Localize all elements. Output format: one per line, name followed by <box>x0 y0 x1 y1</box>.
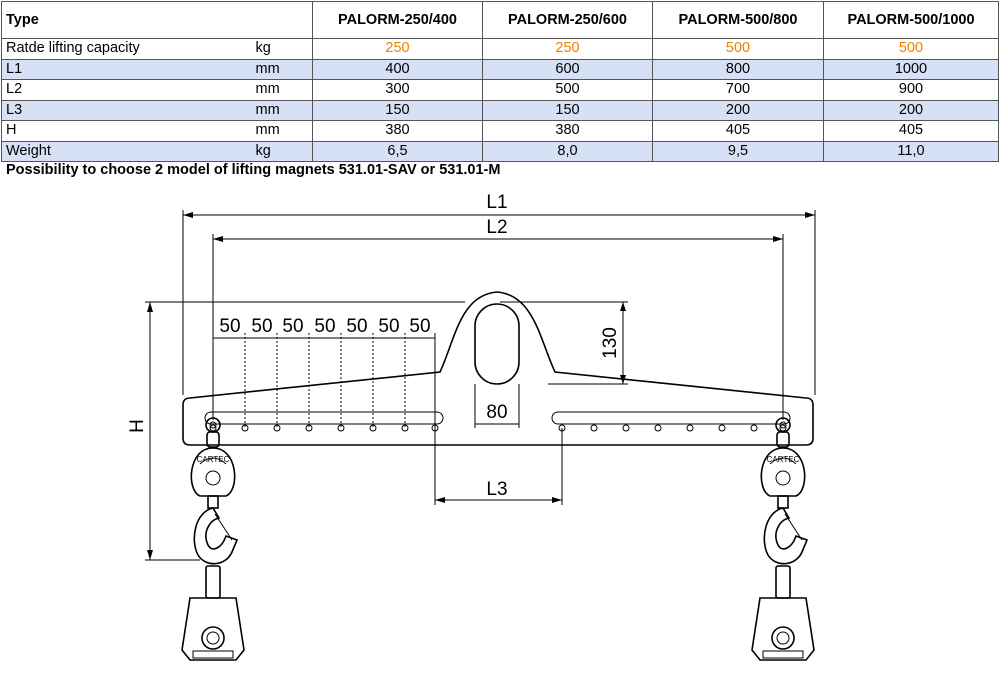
spec-table: Type PALORM-250/400 PALORM-250/600 PALOR… <box>1 1 999 162</box>
header-model: PALORM-250/600 <box>482 1 653 39</box>
row-unit: mm <box>255 99 313 121</box>
cell-value: 300 <box>312 79 483 101</box>
spacing-label: 50 <box>346 316 367 337</box>
cell-value: 9,5 <box>652 140 824 162</box>
row-label: L3 <box>1 99 256 121</box>
header-type: Type <box>1 1 313 39</box>
dimension-80: 80 <box>474 384 520 428</box>
hook-brand-label: CARTEC <box>767 455 800 464</box>
cell-value: 250 <box>312 38 483 60</box>
right-hook-assembly: CARTEC <box>751 417 815 661</box>
cell-value: 150 <box>482 99 653 121</box>
right-slot <box>551 411 791 425</box>
cell-value: 6,5 <box>312 140 483 162</box>
lifting-beam-drawing: L1 L2 50 50 50 50 50 50 <box>127 192 816 661</box>
dimension-130: 130 <box>500 301 628 385</box>
dim-label-130: 130 <box>600 327 621 359</box>
cell-value: 800 <box>652 58 824 80</box>
dim-label-l2: L2 <box>486 217 507 238</box>
cell-value: 250 <box>482 38 653 60</box>
spacing-label: 50 <box>282 316 303 337</box>
cell-value: 380 <box>482 120 653 142</box>
spacing-label: 50 <box>314 316 335 337</box>
row-unit: mm <box>255 79 313 101</box>
notch-markers <box>209 424 787 432</box>
cell-value: 400 <box>312 58 483 80</box>
dim-label-80: 80 <box>486 402 507 423</box>
cell-value: 900 <box>823 79 999 101</box>
dimension-l1: L1 <box>182 192 816 395</box>
table-row-h: H mm 380 380 405 405 <box>1 120 999 142</box>
table-row-l3: L3 mm 150 150 200 200 <box>1 99 999 121</box>
dim-label-l3: L3 <box>486 479 507 500</box>
cell-value: 200 <box>823 99 999 121</box>
cell-value: 405 <box>823 120 999 142</box>
dim-label-l1: L1 <box>486 192 507 213</box>
table-row-capacity: Ratde lifting capacity kg 250 250 500 50… <box>1 38 999 60</box>
hook-brand-label: CARTEC <box>197 455 230 464</box>
cell-value: 150 <box>312 99 483 121</box>
row-unit: kg <box>255 38 313 60</box>
magnet-note: Possibility to choose 2 model of lifting… <box>6 162 501 178</box>
row-label: H <box>1 120 256 142</box>
dimension-l2: L2 <box>212 217 784 420</box>
table-header-row: Type PALORM-250/400 PALORM-250/600 PALOR… <box>1 1 999 39</box>
spacing-label: 50 <box>251 316 272 337</box>
table-row-l2: L2 mm 300 500 700 900 <box>1 79 999 101</box>
row-label: Ratde lifting capacity <box>1 38 256 60</box>
row-unit: mm <box>255 58 313 80</box>
cell-value: 600 <box>482 58 653 80</box>
spacing-dimensions: 50 50 50 50 50 50 50 <box>213 316 436 505</box>
header-model: PALORM-500/800 <box>652 1 824 39</box>
spacing-label: 50 <box>378 316 399 337</box>
cell-value: 500 <box>652 38 824 60</box>
row-label: L2 <box>1 79 256 101</box>
cell-value: 500 <box>823 38 999 60</box>
row-label: Weight <box>1 140 256 162</box>
cell-value: 11,0 <box>823 140 999 162</box>
row-unit: kg <box>255 140 313 162</box>
dim-label-h: H <box>127 419 148 433</box>
left-hook-assembly: CARTEC <box>181 417 245 661</box>
header-model: PALORM-250/400 <box>312 1 483 39</box>
dimension-l3: L3 <box>435 428 563 505</box>
cell-value: 380 <box>312 120 483 142</box>
cell-value: 8,0 <box>482 140 653 162</box>
spacing-label: 50 <box>409 316 430 337</box>
row-unit: mm <box>255 120 313 142</box>
lifting-eye-slot <box>474 303 520 385</box>
table-row-l1: L1 mm 400 600 800 1000 <box>1 58 999 80</box>
table-row-weight: Weight kg 6,5 8,0 9,5 11,0 <box>1 140 999 162</box>
beam-body <box>182 291 814 446</box>
cell-value: 1000 <box>823 58 999 80</box>
header-model: PALORM-500/1000 <box>823 1 999 39</box>
spacing-label: 50 <box>219 316 240 337</box>
cell-value: 500 <box>482 79 653 101</box>
dimension-h: H <box>127 301 465 561</box>
left-slot <box>204 411 444 425</box>
cell-value: 405 <box>652 120 824 142</box>
cell-value: 700 <box>652 79 824 101</box>
row-label: L1 <box>1 58 256 80</box>
cell-value: 200 <box>652 99 824 121</box>
